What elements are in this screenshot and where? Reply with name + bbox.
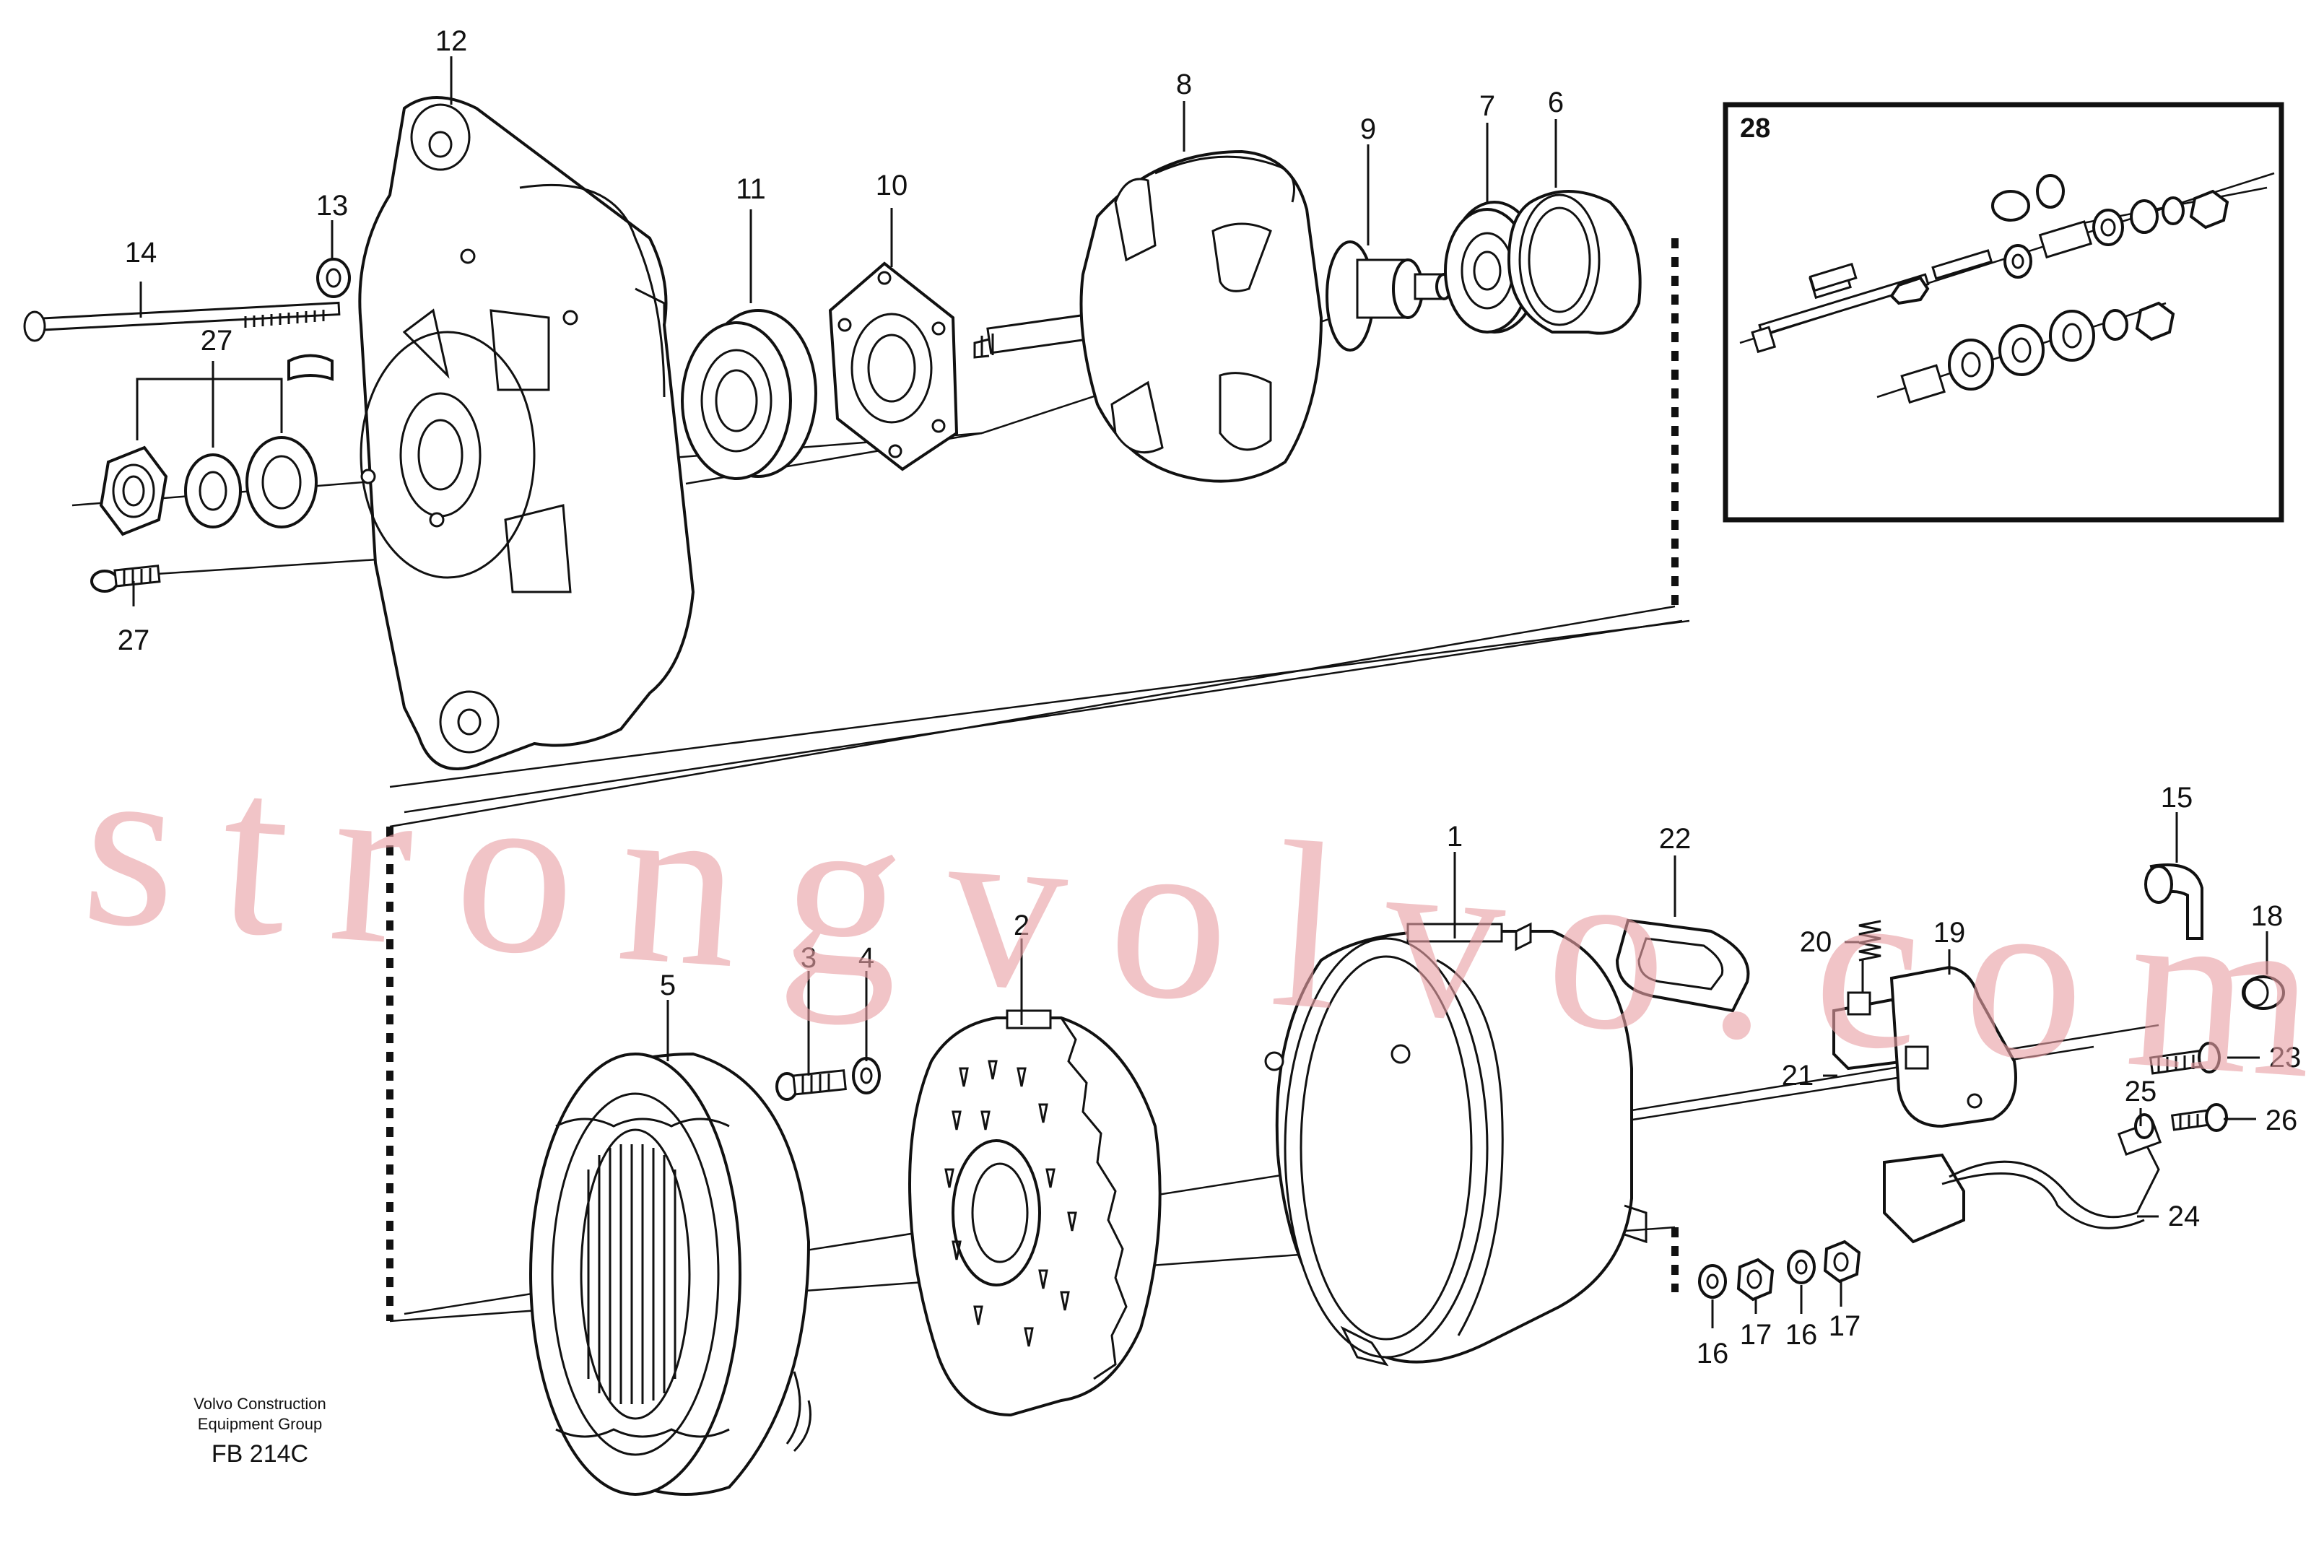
inset-28-terminal-kit bbox=[1723, 102, 2284, 523]
leader-lines bbox=[132, 56, 2268, 1328]
callout-2: 2 bbox=[1014, 910, 1030, 941]
callout-numbers: 12 13 14 27 27 11 10 8 9 7 6 28 1 2 3 4 … bbox=[118, 25, 2302, 1369]
part-24-lead-assembly bbox=[1883, 1120, 2162, 1244]
callout-24: 24 bbox=[2168, 1201, 2201, 1232]
part-11-bearing bbox=[681, 309, 817, 480]
callout-23: 23 bbox=[2269, 1042, 2302, 1073]
part-2-rectifier bbox=[908, 1009, 1162, 1417]
callout-25: 25 bbox=[2125, 1076, 2157, 1107]
part-8-rotor bbox=[973, 149, 1453, 483]
connector-cross-line bbox=[389, 605, 1676, 828]
callout-27-lower: 27 bbox=[118, 624, 150, 656]
callout-10: 10 bbox=[876, 170, 908, 201]
callout-17-b: 17 bbox=[1829, 1310, 1861, 1342]
callout-11: 11 bbox=[736, 173, 766, 205]
part-14-long-bolt bbox=[23, 301, 341, 342]
part-10-retainer-plate bbox=[828, 261, 959, 471]
callout-5: 5 bbox=[660, 970, 676, 1001]
callout-22: 22 bbox=[1659, 823, 1692, 855]
callout-20: 20 bbox=[1800, 926, 1832, 958]
part-13-washer bbox=[316, 258, 351, 298]
callout-13: 13 bbox=[316, 190, 349, 222]
callout-4: 4 bbox=[858, 942, 874, 974]
callout-6: 6 bbox=[1548, 87, 1564, 118]
part-27-small-screw bbox=[90, 565, 161, 593]
part-27-nut-washer-set bbox=[99, 354, 334, 536]
callout-9: 9 bbox=[1360, 113, 1376, 145]
callout-12: 12 bbox=[435, 25, 468, 57]
lower-axis-a bbox=[389, 619, 1690, 788]
part-3-screw bbox=[775, 1069, 847, 1101]
part-19-regulator bbox=[1889, 965, 2017, 1128]
part-25-washer bbox=[2134, 1113, 2154, 1139]
callout-3: 3 bbox=[801, 942, 817, 974]
drawing-code: FB 214C bbox=[212, 1440, 308, 1468]
part-12-drive-end-shield bbox=[358, 96, 695, 770]
part-23-screw bbox=[2149, 1042, 2221, 1075]
part-5-stator bbox=[529, 1052, 811, 1496]
credit-line-1: Volvo Construction bbox=[193, 1395, 326, 1413]
callout-8: 8 bbox=[1176, 69, 1192, 100]
callout-7: 7 bbox=[1479, 90, 1495, 122]
callout-14: 14 bbox=[125, 237, 157, 269]
part-26-screw bbox=[2170, 1103, 2228, 1132]
part-16-17-nut-set bbox=[1698, 1240, 1861, 1302]
callout-21: 21 bbox=[1782, 1060, 1814, 1092]
callout-16-b: 16 bbox=[1785, 1319, 1818, 1351]
long-assembly-line bbox=[404, 619, 1683, 814]
callout-26: 26 bbox=[2266, 1105, 2298, 1136]
callout-17-a: 17 bbox=[1740, 1319, 1772, 1351]
woodruff-key bbox=[287, 354, 334, 381]
callout-19: 19 bbox=[1933, 917, 1966, 949]
credit-line-2: Equipment Group bbox=[198, 1415, 322, 1433]
callout-27-upper: 27 bbox=[201, 325, 233, 357]
watermark-text: strongvolvo.com bbox=[76, 710, 2324, 1132]
callout-16-a: 16 bbox=[1697, 1338, 1729, 1369]
callout-15: 15 bbox=[2161, 782, 2193, 814]
part-4-washer bbox=[852, 1057, 881, 1094]
inset-label-28: 28 bbox=[1740, 113, 1770, 144]
part-18-cap bbox=[2242, 975, 2285, 1010]
part-15-elbow-cap bbox=[2144, 863, 2203, 940]
callout-18: 18 bbox=[2251, 900, 2284, 932]
part-6-sleeve bbox=[1507, 190, 1642, 335]
credit-block: Volvo Construction Equipment Group FB 21… bbox=[193, 1395, 326, 1468]
part-22-gasket bbox=[1615, 918, 1750, 1013]
callout-1: 1 bbox=[1447, 821, 1463, 853]
